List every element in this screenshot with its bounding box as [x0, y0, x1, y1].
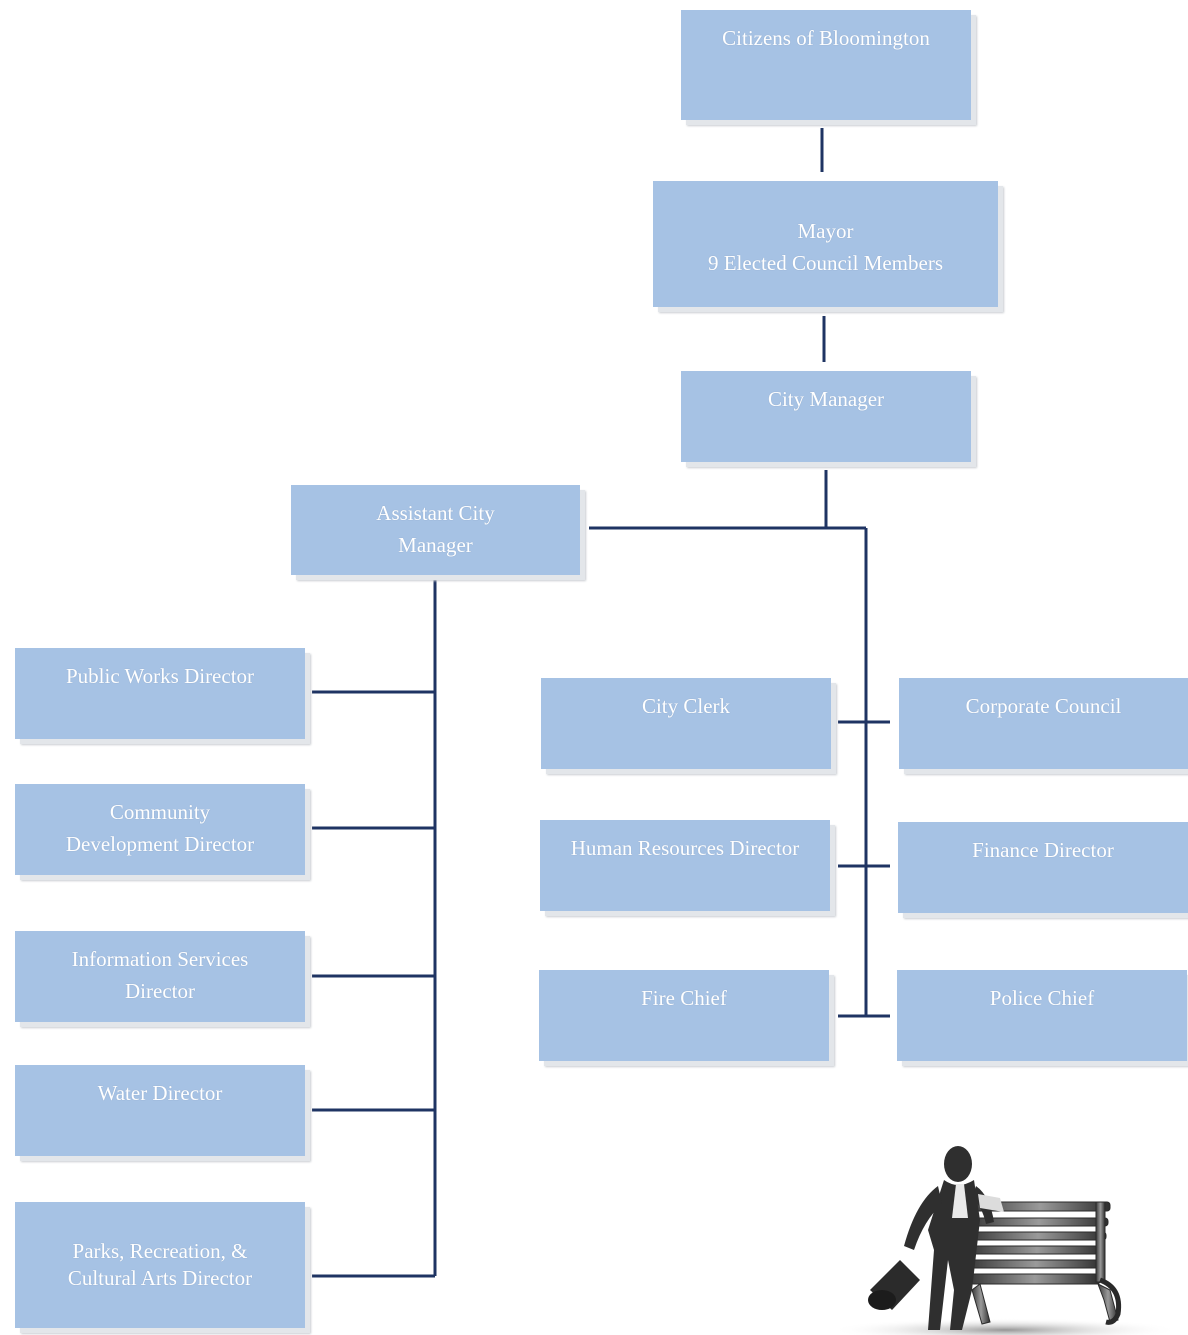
node-police-chief: Police Chief — [897, 970, 1187, 1061]
node-assistant-city-manager-label-1: Assistant City — [376, 501, 495, 525]
node-assistant-city-manager-label-2: Manager — [398, 533, 473, 557]
node-city-manager: City Manager — [681, 371, 971, 462]
node-finance-label: Finance Director — [972, 838, 1114, 862]
node-council-label-2: 9 Elected Council Members — [707, 251, 944, 275]
node-fire-chief-label: Fire Chief — [641, 986, 727, 1010]
node-human-resources: Human Resources Director — [540, 820, 830, 911]
node-corporate-council-label: Corporate Council — [965, 694, 1122, 718]
node-community-development-label-1: Community — [109, 800, 211, 824]
node-water-label: Water Director — [97, 1081, 223, 1105]
node-fire-chief: Fire Chief — [539, 970, 829, 1061]
node-information-services: Information Services Director — [15, 931, 305, 1022]
lincoln-statue-on-bench-icon — [830, 1146, 1180, 1335]
connector-lines — [312, 128, 890, 1278]
node-council-label-1: Mayor — [797, 219, 854, 243]
node-citizens: Citizens of Bloomington — [681, 10, 971, 120]
node-public-works: Public Works Director — [15, 648, 305, 739]
node-water: Water Director — [15, 1065, 305, 1156]
node-assistant-city-manager: Assistant City Manager — [291, 485, 580, 575]
node-community-development: Community Development Director — [15, 784, 305, 875]
node-finance: Finance Director — [898, 822, 1188, 913]
node-public-works-label: Public Works Director — [65, 664, 255, 688]
node-council: Mayor 9 Elected Council Members — [653, 181, 998, 307]
node-information-services-label-2: Director — [125, 979, 195, 1003]
node-parks: Parks, Recreation, & Cultural Arts Direc… — [15, 1202, 305, 1328]
node-city-clerk-label: City Clerk — [641, 694, 731, 718]
node-corporate-council: Corporate Council — [899, 678, 1188, 769]
node-human-resources-label: Human Resources Director — [570, 836, 800, 860]
node-parks-label-2: Cultural Arts Director — [67, 1266, 253, 1290]
node-parks-label-1: Parks, Recreation, & — [72, 1239, 248, 1263]
node-city-manager-label: City Manager — [767, 387, 885, 411]
node-information-services-label-1: Information Services — [71, 947, 249, 971]
node-city-clerk: City Clerk — [541, 678, 831, 769]
node-citizens-label: Citizens of Bloomington — [722, 26, 930, 50]
node-community-development-label-2: Development Director — [65, 832, 255, 856]
node-police-chief-label: Police Chief — [989, 986, 1095, 1010]
